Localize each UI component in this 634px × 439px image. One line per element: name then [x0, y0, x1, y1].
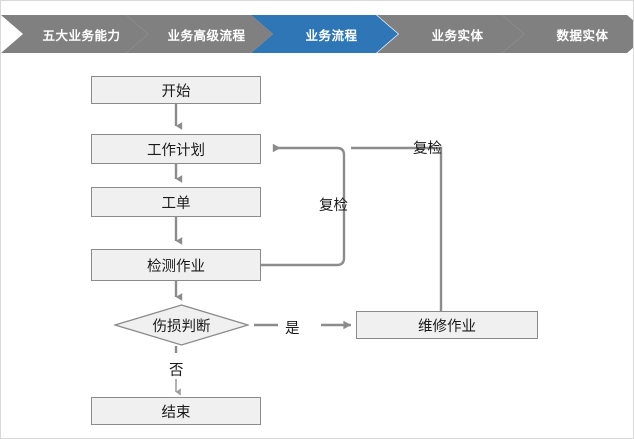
flow-node-workplan[interactable]: 工作计划 [91, 134, 261, 164]
diamond-shape [114, 304, 249, 346]
flow-node-workorder[interactable]: 工单 [91, 187, 261, 217]
breadcrumb-step-5[interactable]: 数据实体 [502, 15, 634, 53]
breadcrumb-step-2[interactable]: 业务高级流程 [126, 15, 273, 53]
breadcrumb-step-3[interactable]: 业务流程 [251, 15, 398, 53]
breadcrumb-step-4[interactable]: 业务实体 [377, 15, 524, 53]
edge-inspect-recheck-to-workplan [261, 143, 346, 267]
breadcrumb-step-label: 业务高级流程 [167, 28, 246, 43]
edge-repair-recheck-to-workplan [351, 146, 443, 311]
flow-node-end[interactable]: 结束 [91, 397, 261, 425]
edge-label-yes: 是 [285, 321, 300, 337]
flow-node-start[interactable]: 开始 [91, 76, 261, 104]
breadcrumb-step-1[interactable]: 五大业务能力 [1, 15, 148, 53]
flow-node-judge[interactable]: 伤损判断 [114, 304, 249, 346]
breadcrumb-step-label: 数据实体 [556, 28, 609, 43]
breadcrumb-step-label: 五大业务能力 [42, 28, 121, 43]
breadcrumb-step-label: 业务流程 [305, 28, 358, 43]
edge-label-recheck-outer: 复检 [413, 141, 442, 157]
edge-label-recheck-inner: 复检 [319, 198, 348, 214]
flow-node-inspect[interactable]: 检测作业 [91, 249, 261, 281]
breadcrumb: 五大业务能力 业务高级流程 业务流程 业务实体 数据实体 [1, 15, 634, 53]
flow-node-label: 伤损判断 [152, 318, 211, 335]
edge-label-no: 否 [169, 363, 184, 379]
flow-node-repair[interactable]: 维修作业 [356, 311, 538, 339]
breadcrumb-step-label: 业务实体 [431, 28, 484, 43]
